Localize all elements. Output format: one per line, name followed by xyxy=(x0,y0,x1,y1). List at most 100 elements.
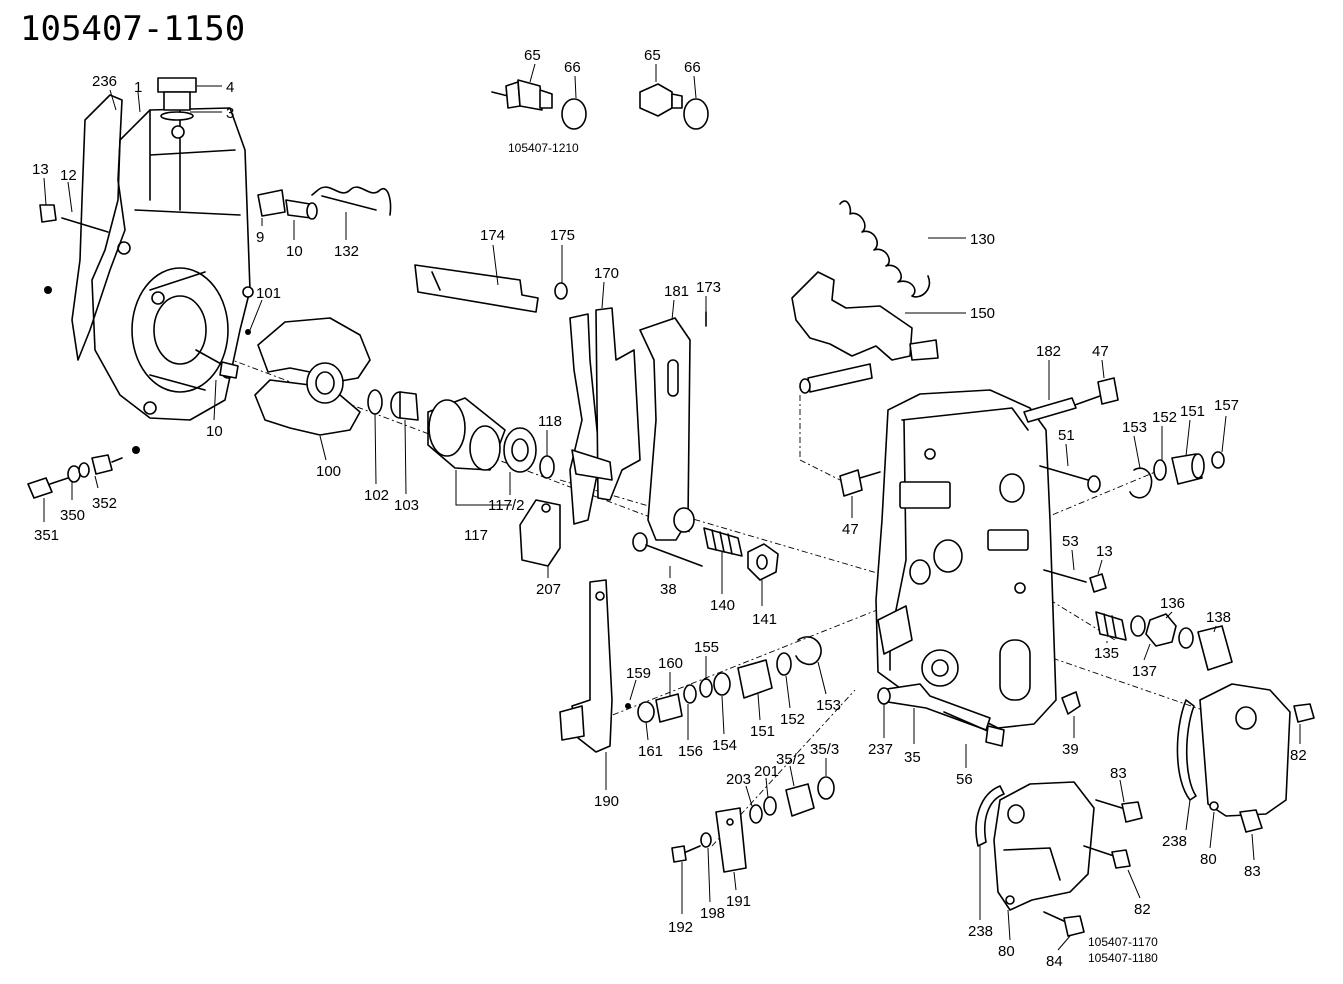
part-label: 101 xyxy=(256,285,281,302)
spring-130 xyxy=(839,200,931,298)
part-label: 152 xyxy=(780,711,805,728)
washer-35-3 xyxy=(817,776,835,800)
washer-350 xyxy=(67,465,81,483)
part-label: 10 xyxy=(206,423,223,440)
part-label: 83 xyxy=(1244,863,1261,880)
part-labels: 236 1 4 3 13 12 9 10 132 101 10 100 102 … xyxy=(32,47,1307,970)
oring-152b xyxy=(776,652,792,676)
washer-136 xyxy=(1130,615,1146,637)
part-label: 83 xyxy=(1110,765,1127,782)
seal-154 xyxy=(713,672,731,696)
part-label: 82 xyxy=(1290,747,1307,764)
cover-housing xyxy=(875,389,1057,729)
leader-lines xyxy=(43,63,1301,951)
housing-gasket xyxy=(71,94,126,361)
screw-10-top xyxy=(285,199,318,220)
part-label: 39 xyxy=(1062,741,1079,758)
part-label: 56 xyxy=(956,771,973,788)
plug-small xyxy=(132,446,140,454)
cover-80-right xyxy=(1199,683,1291,817)
bush-151a xyxy=(1171,453,1205,485)
part-label: 236 xyxy=(92,73,117,90)
part-label: 82 xyxy=(1134,901,1151,918)
lever-190 xyxy=(559,579,613,753)
part-label: 238 xyxy=(968,923,993,940)
part-label: 13 xyxy=(1096,543,1113,560)
part-label: 10 xyxy=(286,243,303,260)
fitting-65-left xyxy=(491,79,553,111)
part-label: 51 xyxy=(1058,427,1075,444)
part-label: 153 xyxy=(816,697,841,714)
part-label: 191 xyxy=(726,893,751,910)
washer-157 xyxy=(1211,451,1225,469)
lever-plate-174 xyxy=(414,264,539,313)
part-label: 117/2 xyxy=(488,497,524,514)
part-label: 161 xyxy=(638,743,663,760)
part-label: 3 xyxy=(226,105,234,122)
bearing-117-2 xyxy=(503,427,537,473)
screw-47-lower xyxy=(839,469,881,497)
part-label: 154 xyxy=(712,737,737,754)
washer-203 xyxy=(749,804,763,824)
part-label: 35 xyxy=(904,749,921,766)
part-label: 198 xyxy=(700,905,725,922)
plug-screw xyxy=(157,77,197,121)
washer-137b xyxy=(1178,627,1194,649)
part-label: 153 xyxy=(1122,419,1147,436)
screw-47-top xyxy=(1071,377,1119,407)
sleeve-103 xyxy=(390,391,419,421)
part-label: 181 xyxy=(664,283,689,300)
part-label: 182 xyxy=(1036,343,1061,360)
part-label: 203 xyxy=(726,771,751,788)
spring-135 xyxy=(1095,611,1127,641)
nut-39 xyxy=(1061,691,1081,715)
part-label: 155 xyxy=(694,639,719,656)
nut-141 xyxy=(747,543,779,581)
part-label: 38 xyxy=(660,581,677,598)
bracket-9 xyxy=(257,189,286,217)
part-label: 100 xyxy=(316,463,341,480)
part-label: 130 xyxy=(970,231,995,248)
part-label: 140 xyxy=(710,597,735,614)
cover-80-lower xyxy=(993,781,1095,911)
part-label: 156 xyxy=(678,743,703,760)
part-label: 35/3 xyxy=(810,741,839,758)
bush-35-2 xyxy=(785,783,815,817)
fitting-65-right xyxy=(639,83,683,117)
lever-150 xyxy=(791,271,939,394)
ring-155 xyxy=(699,678,713,698)
screw-53 xyxy=(1043,569,1107,593)
shaft-35 xyxy=(877,683,991,731)
variant-note-1180: 105407-1180 xyxy=(1088,951,1158,965)
nut-352 xyxy=(91,454,123,475)
washer-161 xyxy=(637,701,655,723)
bolt-51 xyxy=(1039,465,1101,493)
bolt-38 xyxy=(632,532,703,567)
washer-118 xyxy=(539,455,555,479)
part-label: 66 xyxy=(564,59,581,76)
screw-83-right xyxy=(1239,809,1263,833)
bolt-56 xyxy=(943,711,1005,747)
part-label: 190 xyxy=(594,793,619,810)
circlip-153a xyxy=(1129,467,1153,499)
part-label: 150 xyxy=(970,305,995,322)
washer-198 xyxy=(700,832,712,848)
part-label: 201 xyxy=(754,763,779,780)
plate-191 xyxy=(715,807,747,873)
part-label: 80 xyxy=(998,943,1015,960)
part-label: 351 xyxy=(34,527,59,544)
part-label: 132 xyxy=(334,243,359,260)
part-label: 173 xyxy=(696,279,721,296)
part-label: 102 xyxy=(364,487,389,504)
washer-201 xyxy=(763,796,777,816)
part-label: 152 xyxy=(1152,409,1177,426)
circlip-153b xyxy=(795,636,822,666)
part-label: 238 xyxy=(1162,833,1187,850)
part-label: 207 xyxy=(536,581,561,598)
spring-140 xyxy=(703,527,743,557)
part-label: 13 xyxy=(32,161,49,178)
part-label: 35/2 xyxy=(776,751,805,768)
washer-66-right xyxy=(683,98,709,130)
pin-182 xyxy=(1023,397,1077,423)
screw-83-lower xyxy=(1095,799,1143,823)
